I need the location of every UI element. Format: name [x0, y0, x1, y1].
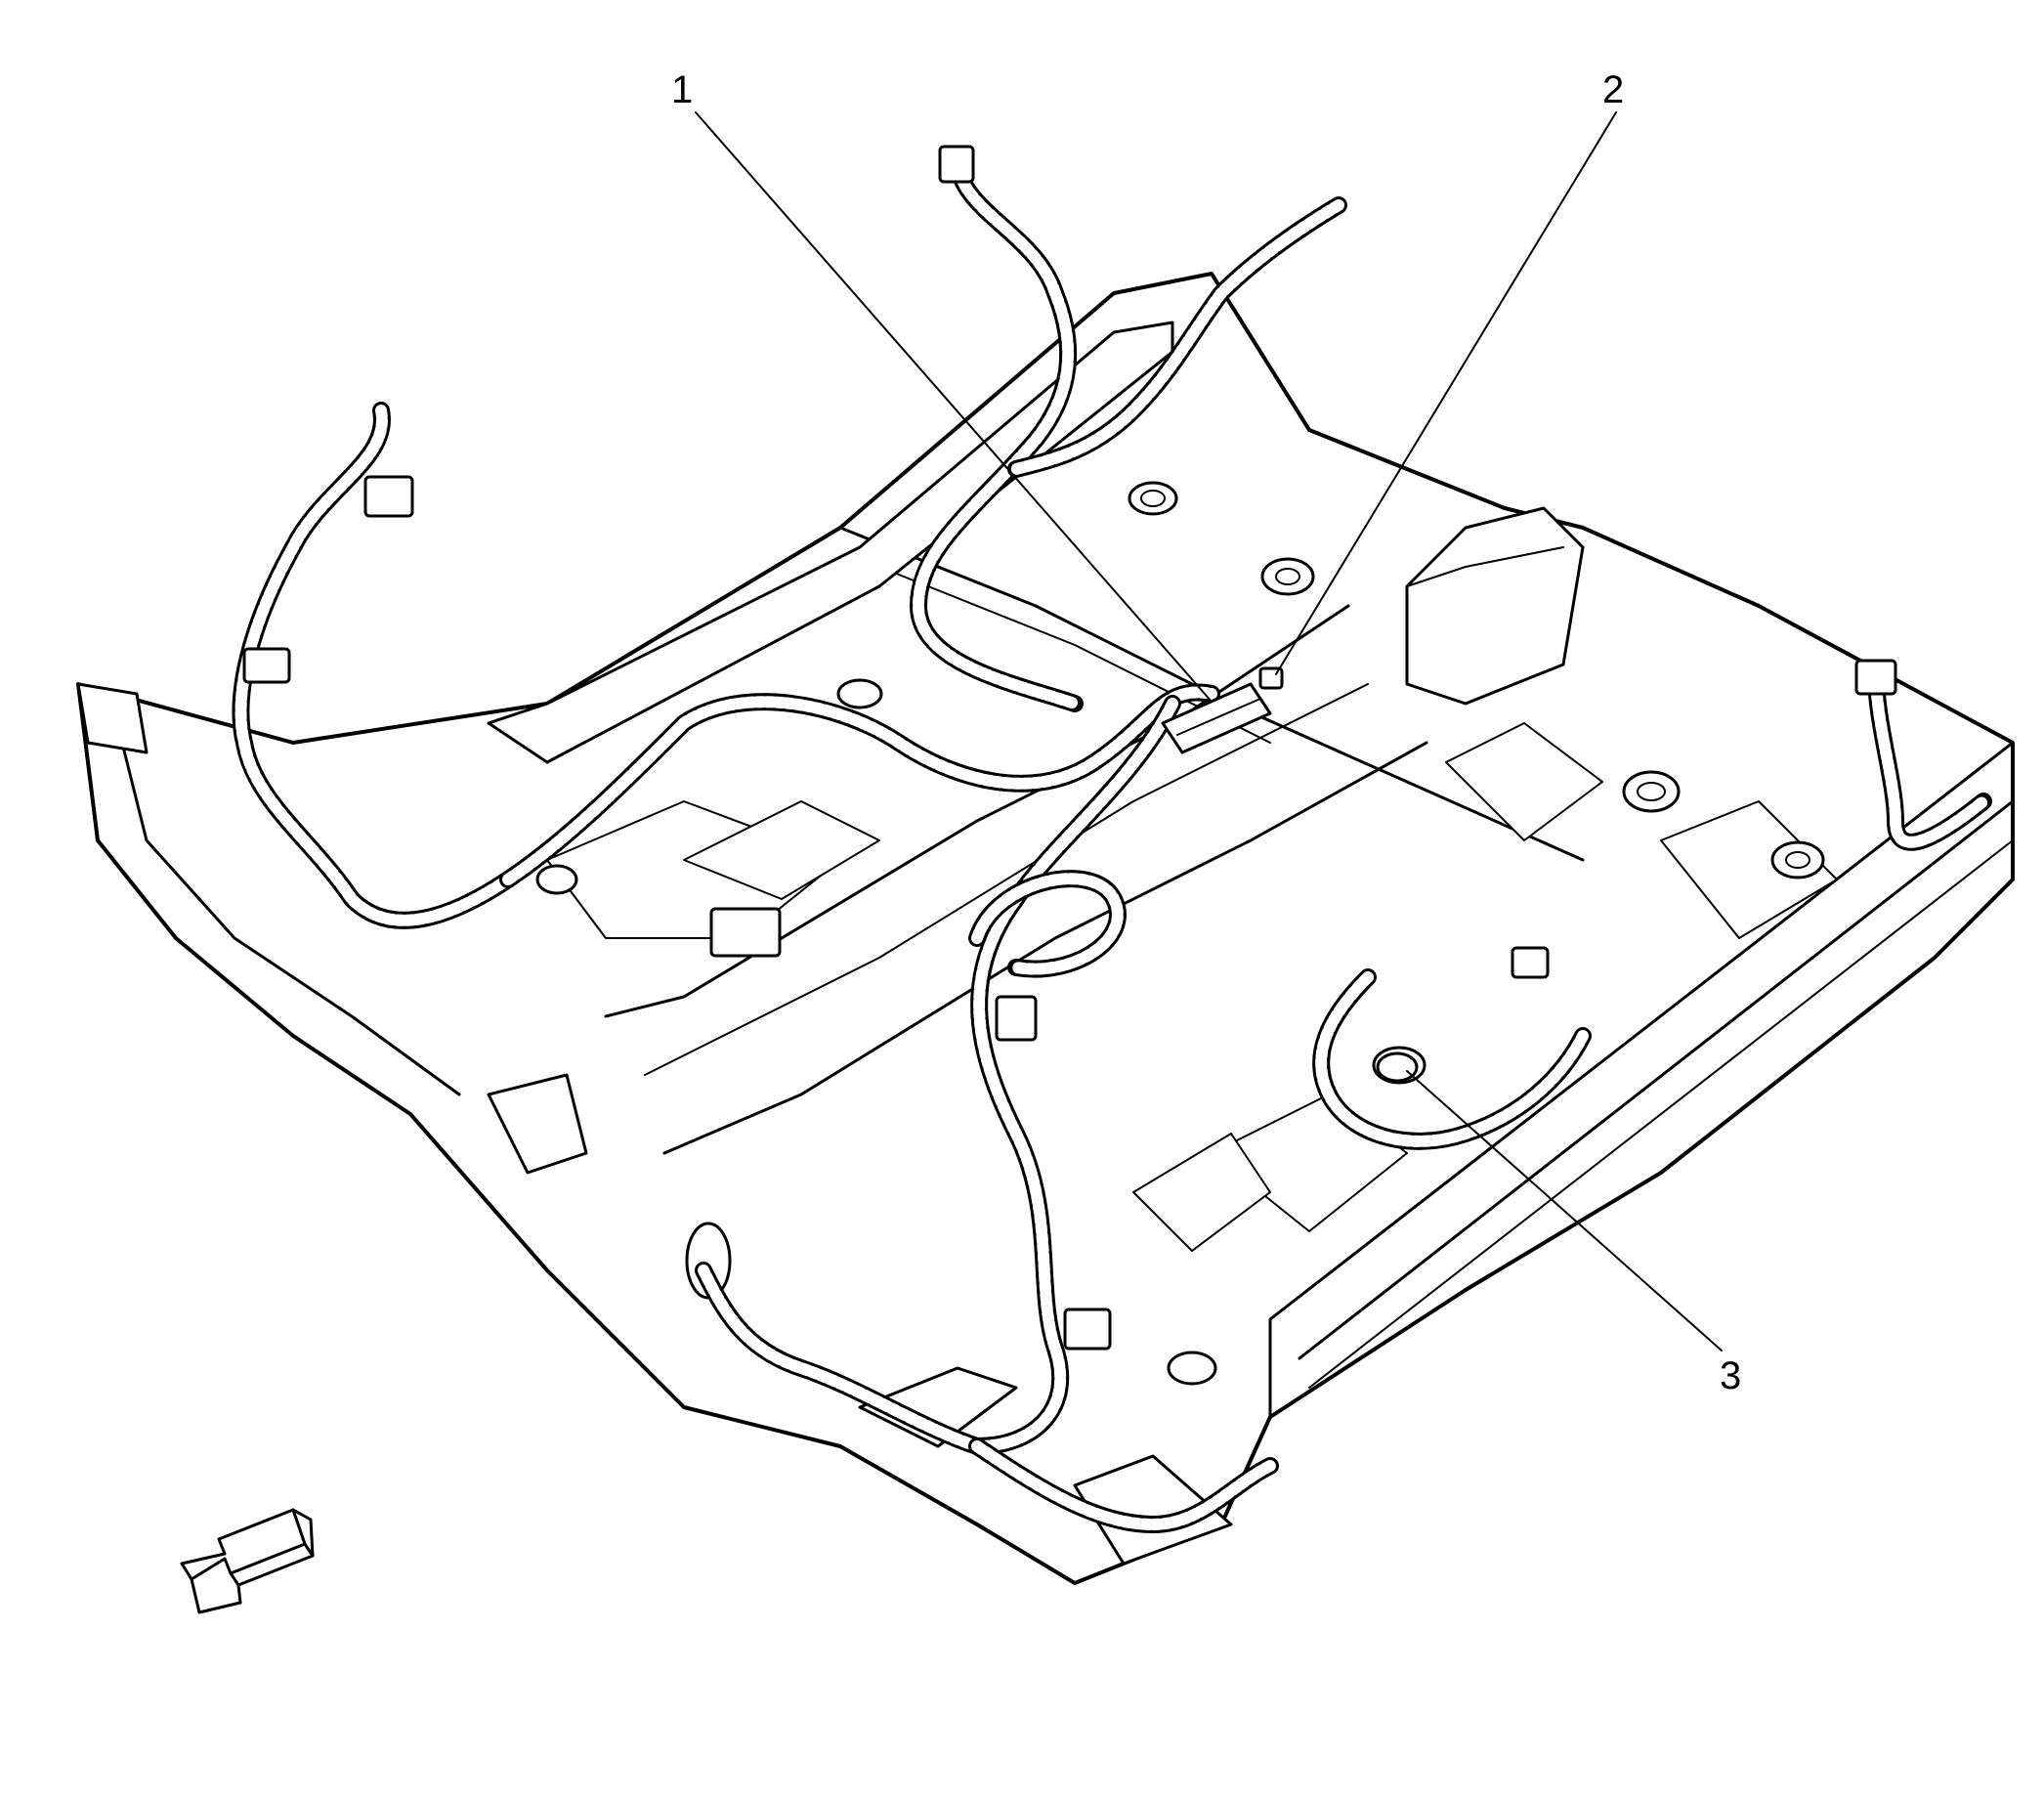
leader-line-3: [1406, 1070, 1723, 1352]
connector-left-upper: [363, 475, 414, 518]
harness-connectors: [242, 145, 1897, 1351]
floor-pan: [76, 272, 2015, 1585]
callout-label-3: 3: [1720, 1354, 1742, 1397]
callout-label-2: 2: [1602, 68, 1625, 111]
leader-line-2: [1275, 111, 1617, 675]
callout-label-1: 1: [671, 68, 694, 111]
harness-retainer: [1376, 1051, 1419, 1083]
connector-top: [938, 145, 975, 184]
leader-line-1: [695, 111, 1213, 703]
front-direction-arrow-icon: [180, 1508, 315, 1614]
connector-left: [242, 647, 291, 684]
module-left: [709, 907, 782, 958]
connector-lower-center: [1063, 1308, 1112, 1351]
connector-center-lower: [995, 995, 1038, 1042]
wiring-harness: [232, 157, 1992, 1533]
connector-right-mid: [1511, 946, 1550, 979]
callout-leaders: [695, 111, 1723, 1352]
connector-right: [1854, 659, 1897, 696]
